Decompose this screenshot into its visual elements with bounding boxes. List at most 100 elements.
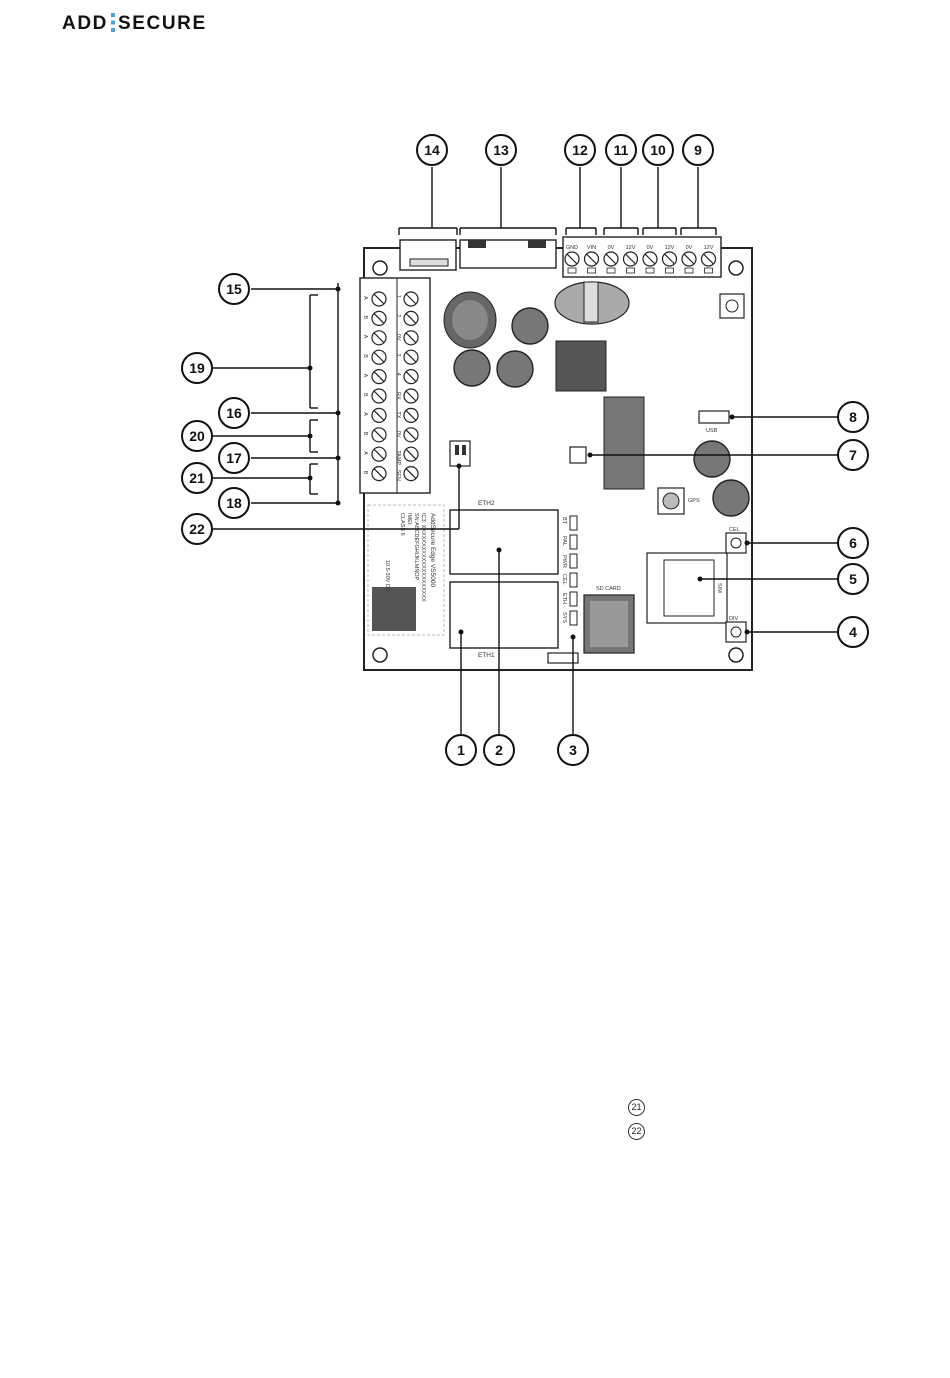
led-sys: SYS xyxy=(561,610,578,626)
qr-code xyxy=(372,587,416,631)
callout-16: 16 xyxy=(218,397,250,429)
svg-text:16: 16 xyxy=(226,405,242,421)
usb-port xyxy=(698,410,730,424)
svg-text:0V: 0V xyxy=(608,245,615,251)
svg-text:12V: 12V xyxy=(626,245,636,251)
svg-text:2: 2 xyxy=(495,742,503,758)
callout-5: 5 xyxy=(837,563,869,595)
left-terminal-screw: TXA xyxy=(362,407,419,423)
svg-text:4: 4 xyxy=(395,373,401,376)
svg-text:GND: GND xyxy=(566,245,578,251)
svg-text:10: 10 xyxy=(650,142,666,158)
svg-text:4: 4 xyxy=(849,624,857,640)
capacitor xyxy=(712,479,750,517)
svg-text:PWR: PWR xyxy=(561,555,567,568)
svg-text:3: 3 xyxy=(395,353,401,356)
left-terminal-screw: 2B xyxy=(362,310,419,326)
svg-text:PAL: PAL xyxy=(561,536,567,546)
svg-text:RX: RX xyxy=(395,392,401,400)
svg-text:7: 7 xyxy=(849,447,857,463)
svg-text:13: 13 xyxy=(493,142,509,158)
left-terminal-screw: 0VA xyxy=(362,330,419,346)
svg-text:19: 19 xyxy=(189,360,205,376)
callout-4: 4 xyxy=(837,616,869,648)
callout-13: 13 xyxy=(485,134,517,166)
svg-text:5: 5 xyxy=(849,571,857,587)
svg-text:A: A xyxy=(362,451,368,455)
callout-21: 21 xyxy=(181,462,213,494)
sd-card-label: SD CARD xyxy=(596,586,621,592)
led-pwr: PWR xyxy=(561,553,578,569)
led-bt: BT xyxy=(561,515,578,531)
svg-text:3: 3 xyxy=(569,742,577,758)
svg-text:12V: 12V xyxy=(704,245,714,251)
top-terminal-block: GND VIN 0V 12V 0V 12V 0V 12V xyxy=(562,236,722,278)
svg-text:CEL: CEL xyxy=(561,574,567,585)
sticker-line: SN:ABCDEFGHIJKLMNOP xyxy=(413,513,419,581)
svg-text:1: 1 xyxy=(395,295,401,298)
svg-text:B: B xyxy=(362,432,368,436)
callout-18: 18 xyxy=(218,487,250,519)
sd-card-slot xyxy=(583,594,635,654)
mounting-hole xyxy=(728,260,744,276)
svg-text:0V: 0V xyxy=(647,245,654,251)
div-label: DIV xyxy=(729,616,739,622)
svg-text:ETH: ETH xyxy=(561,593,567,604)
svg-text:B: B xyxy=(362,354,368,358)
svg-text:12V: 12V xyxy=(665,245,675,251)
svg-text:0V: 0V xyxy=(686,245,693,251)
svg-text:1: 1 xyxy=(457,742,465,758)
top-terminal-screw: 12V xyxy=(661,245,678,274)
cel-label: CEL xyxy=(729,527,740,533)
left-terminal-screw: 4A xyxy=(362,369,419,385)
svg-text:VIN: VIN xyxy=(587,245,596,251)
callout-11: 11 xyxy=(605,134,637,166)
processor-chip xyxy=(603,396,645,490)
svg-text:15: 15 xyxy=(226,281,242,297)
top-terminal-screw: VIN xyxy=(583,245,600,274)
callout-14: 14 xyxy=(416,134,448,166)
leader-lines xyxy=(212,167,838,734)
eth1-label: ETH1 xyxy=(478,652,495,659)
led-cel: CEL xyxy=(561,572,578,588)
svg-text:0V: 0V xyxy=(395,334,401,341)
chip xyxy=(555,340,607,392)
top-terminal-screw: 12V xyxy=(700,245,717,274)
svg-text:20: 20 xyxy=(189,428,205,444)
connector-14 xyxy=(399,239,457,271)
sim-label: SIM xyxy=(716,583,722,593)
callout-12: 12 xyxy=(564,134,596,166)
rotary-knob xyxy=(443,291,497,349)
buzzer xyxy=(554,281,630,325)
legend-item-21: 21 xyxy=(628,1098,645,1116)
svg-text:2: 2 xyxy=(395,314,401,317)
callout-2: 2 xyxy=(483,734,515,766)
gps-label: GPS xyxy=(688,498,700,504)
left-terminal-screw: 0V B xyxy=(362,427,419,443)
capacitor xyxy=(496,350,534,388)
mounting-hole xyxy=(372,647,388,663)
svg-text:9: 9 xyxy=(694,142,702,158)
svg-text:TX: TX xyxy=(395,411,401,418)
connector-13 xyxy=(459,239,557,269)
svg-text:A: A xyxy=(362,296,368,300)
svg-text:17: 17 xyxy=(226,450,242,466)
eth2-label: ETH2 xyxy=(478,500,495,507)
svg-text:BT: BT xyxy=(561,517,567,525)
callout-7: 7 xyxy=(837,439,869,471)
svg-text:18: 18 xyxy=(226,495,242,511)
svg-text:B: B xyxy=(362,471,368,475)
svg-text:0V: 0V xyxy=(395,431,401,438)
top-terminal-screw: 0V xyxy=(681,245,697,274)
sticker-line: CLASS II xyxy=(399,513,405,536)
dip-switch xyxy=(449,440,471,467)
top-terminal-screw: GND xyxy=(564,245,580,274)
svg-text:A: A xyxy=(362,374,368,378)
callout-3: 3 xyxy=(557,734,589,766)
svg-text:B: B xyxy=(362,393,368,397)
leader-dots xyxy=(307,286,750,640)
led-column: BT PAL PWR CEL ETH SYS xyxy=(561,515,578,626)
